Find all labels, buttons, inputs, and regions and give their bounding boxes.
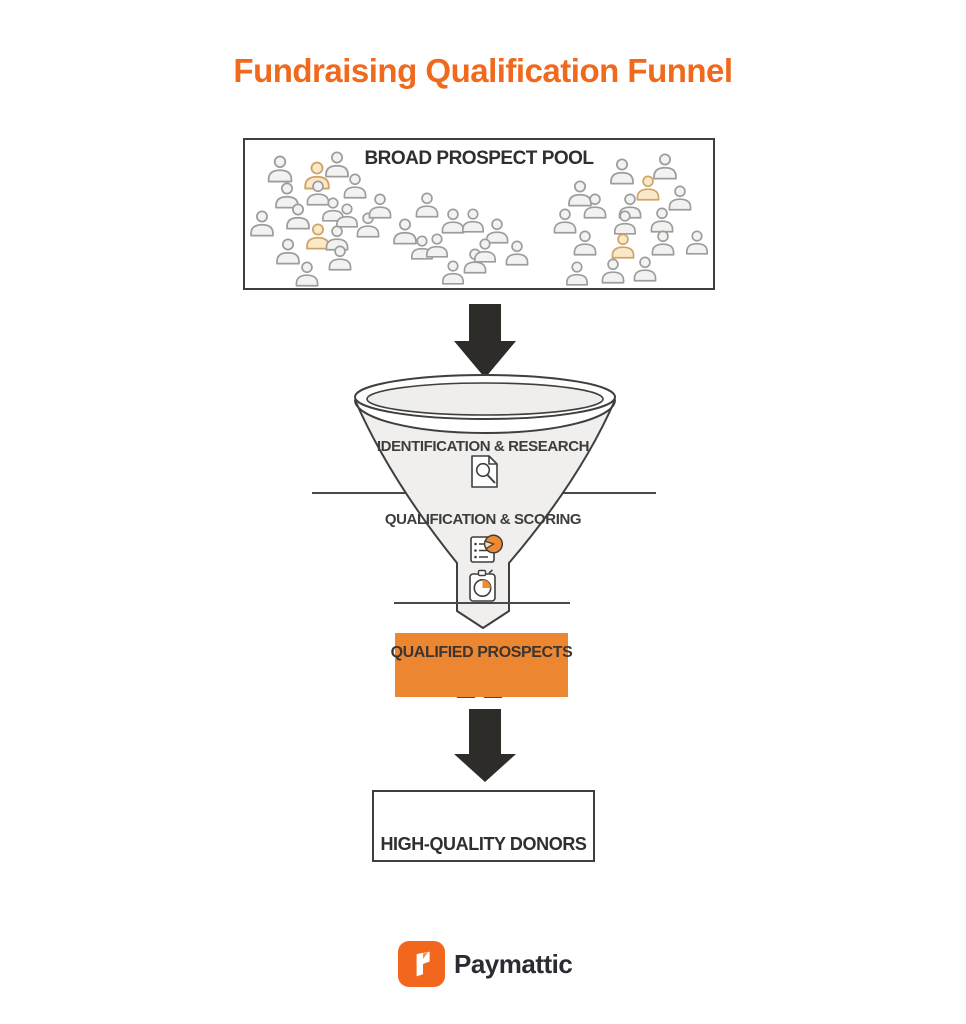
paymattic-logo-icon [398, 941, 445, 987]
page-title: Fundraising Qualification Funnel [233, 52, 733, 89]
pool-box-label: BROAD PROSPECT POOL [364, 148, 594, 169]
funnel-stage-2-label: QUALIFICATION & SCORING [384, 511, 582, 528]
brand-footer: Paymattic [398, 941, 573, 987]
down-arrow-icon [454, 304, 516, 378]
stopwatch-icon [469, 569, 496, 602]
funnel-rim-outer [354, 374, 616, 420]
high-quality-donors-label: HIGH-QUALITY DONORS [380, 834, 587, 854]
document-search-icon [471, 455, 498, 488]
funnel-stage-1-label: IDENTIFICATION & RESEARCH [376, 438, 590, 455]
funnel-rim-inner [366, 382, 604, 416]
brand-name: Paymattic [454, 949, 573, 979]
high-quality-donors-box [372, 790, 595, 862]
qualified-prospects-box [395, 633, 568, 697]
qualified-prospects-label: QUALIFIED PROSPECTS [390, 644, 573, 661]
down-arrow-icon [454, 709, 516, 782]
checklist-pie-chart-icon [470, 534, 504, 563]
